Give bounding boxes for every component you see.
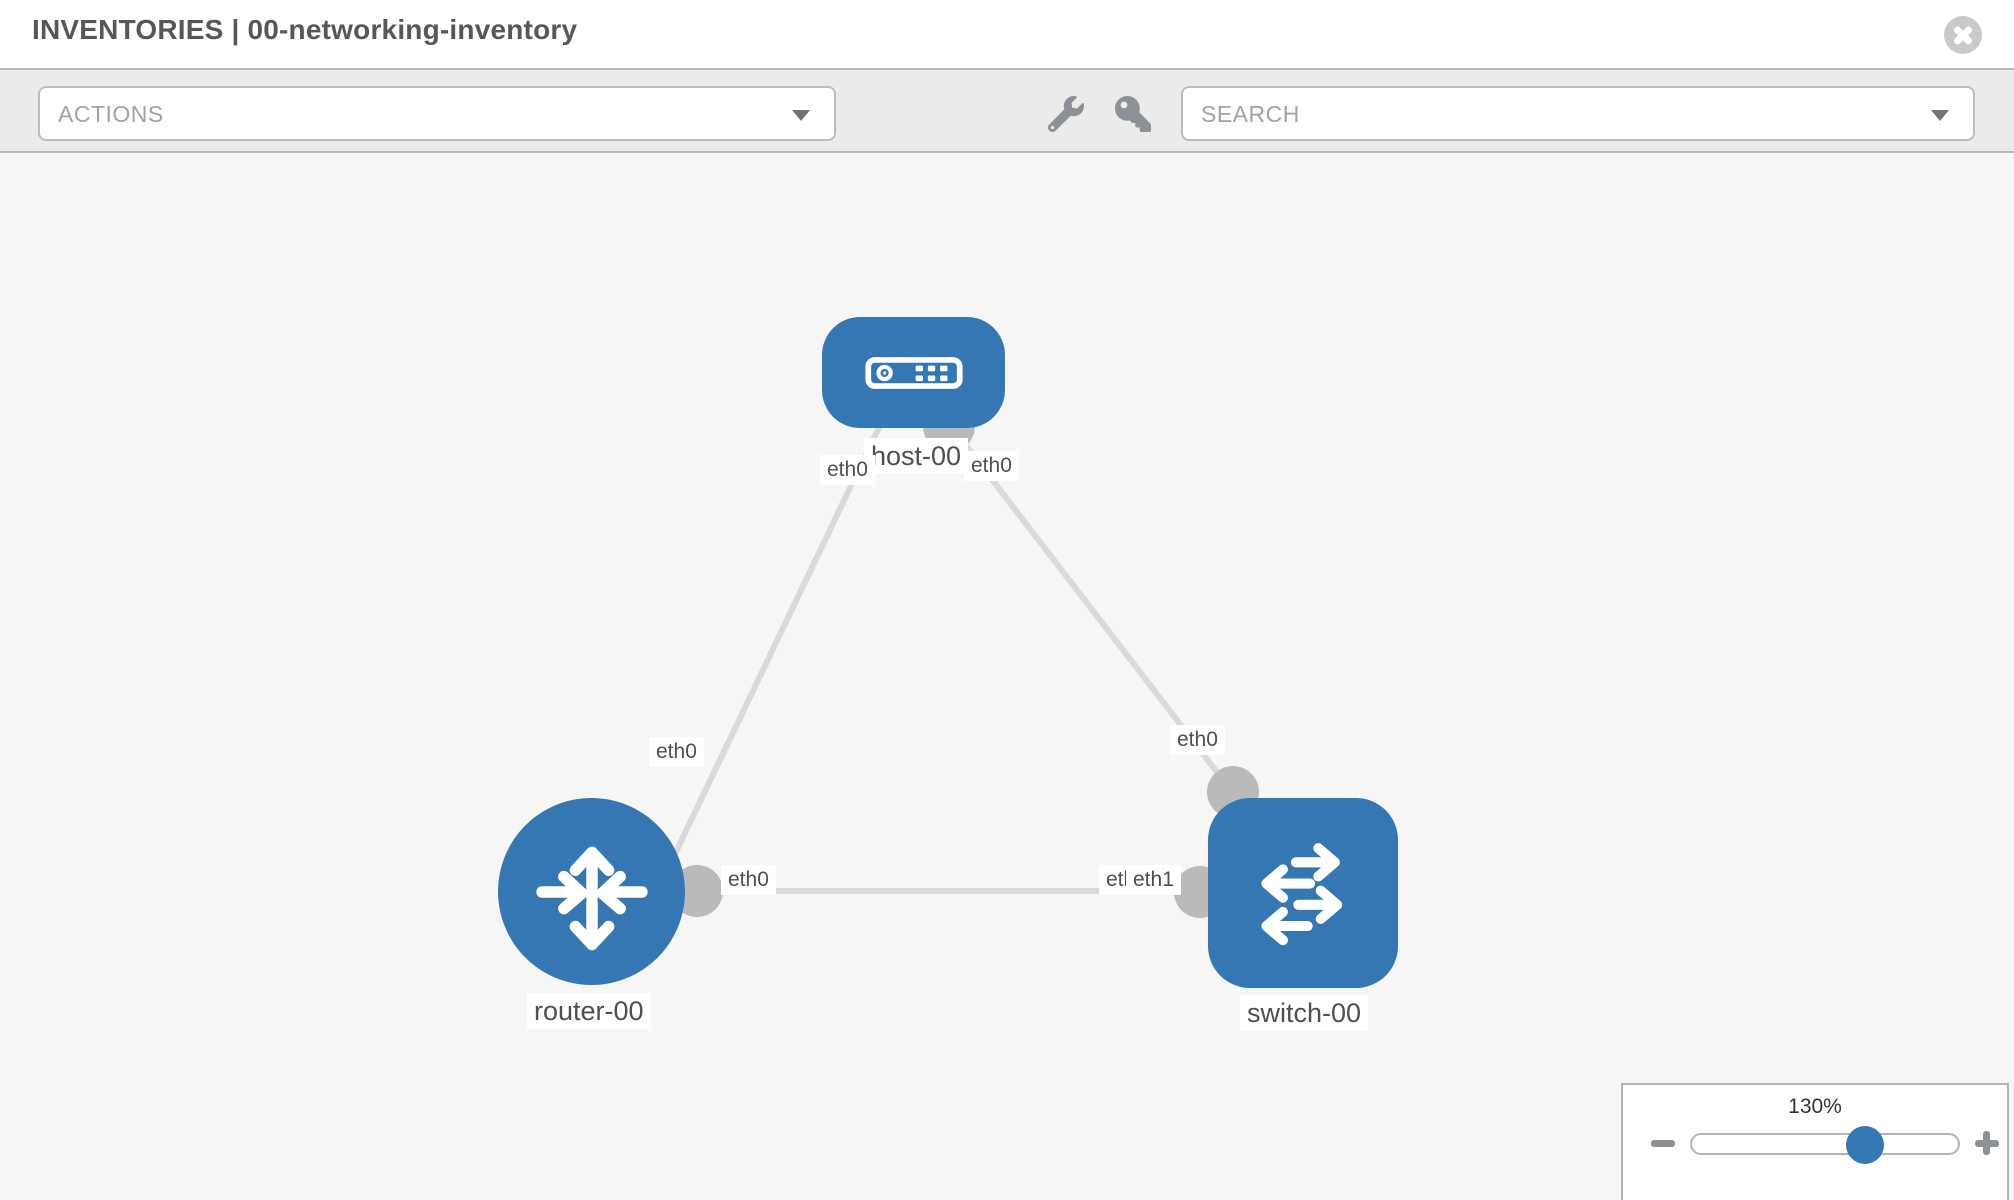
node-host-00[interactable] (822, 317, 1005, 428)
zoom-in-button[interactable] (1973, 1129, 2001, 1157)
actions-dropdown-label: ACTIONS (58, 101, 164, 127)
zoom-slider-track[interactable] (1690, 1126, 1960, 1164)
page-title: INVENTORIES | 00-networking-inventory (32, 14, 578, 45)
search-dropdown-label: SEARCH (1201, 101, 1300, 127)
plus-icon-v (1983, 1131, 1990, 1155)
iface-label-host-eth0-to-router: eth0 (820, 455, 875, 485)
page-header: INVENTORIES | 00-networking-inventory (0, 0, 2014, 68)
credentials-button[interactable] (1115, 96, 1151, 132)
iface-label-router-eth0-to-host: eth0 (649, 737, 704, 767)
minus-icon (1651, 1140, 1675, 1147)
wrench-icon (1047, 96, 1084, 133)
iface-label-router-eth0-to-switch: eth0 (721, 865, 776, 895)
configure-tools-button[interactable] (1047, 96, 1084, 133)
zoom-control-panel: 130% (1621, 1083, 2009, 1200)
iface-label-switch-eth0-to-host: eth0 (1170, 725, 1225, 755)
iface-label-host-eth0-to-switch: eth0 (964, 451, 1019, 481)
node-label-router-00: router-00 (527, 993, 651, 1030)
zoom-slider-thumb[interactable] (1846, 1126, 1884, 1164)
node-router-00[interactable] (498, 798, 685, 985)
zoom-level-label: 130% (1788, 1095, 1842, 1118)
links-layer (617, 400, 1259, 971)
node-label-host-00: host-00 (864, 438, 969, 475)
chevron-down-icon (792, 110, 810, 121)
toolbar: ACTIONS SEARCH (0, 68, 2014, 153)
iface-label-switch-eth1-group: eth1 eth1 (1099, 865, 1209, 897)
chevron-down-icon (1931, 110, 1949, 121)
close-button[interactable] (1944, 16, 1982, 54)
topology-canvas[interactable]: host-00 router-00 switch-00 eth0 eth0 et… (0, 153, 2014, 1200)
switch-arrows-icon (1261, 843, 1343, 946)
server-icon (864, 356, 963, 389)
search-dropdown[interactable]: SEARCH (1181, 86, 1975, 141)
zoom-out-button[interactable] (1649, 1129, 1677, 1157)
key-icon (1115, 96, 1151, 132)
router-arrows-icon (535, 846, 648, 950)
node-switch-00[interactable] (1208, 798, 1398, 988)
actions-dropdown[interactable]: ACTIONS (38, 86, 836, 141)
node-label-switch-00: switch-00 (1240, 995, 1369, 1032)
iface-label-switch-eth1: eth1 (1126, 865, 1181, 895)
